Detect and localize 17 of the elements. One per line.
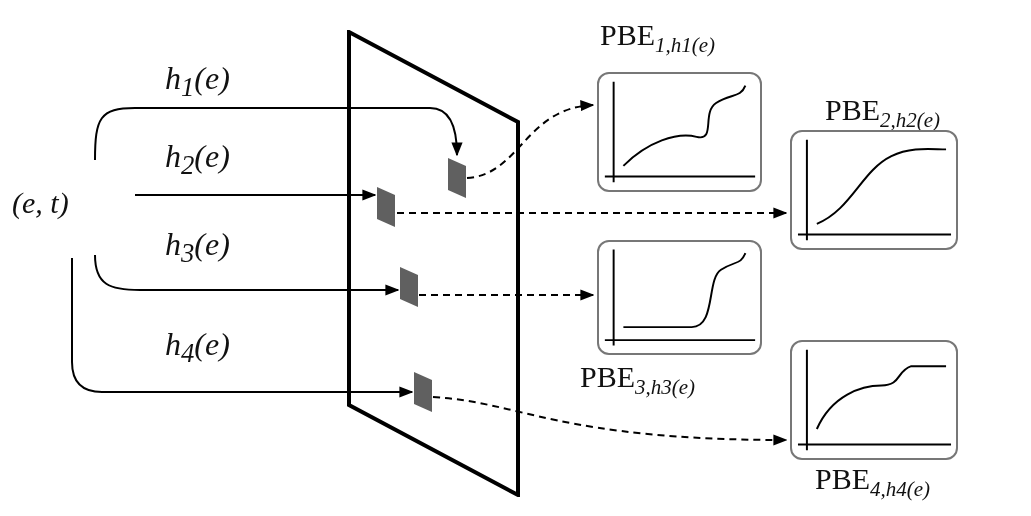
arrow [418,289,595,301]
arrow [134,189,377,201]
plot-heading: PBE$_{1,h1(e)}$ [600,20,716,56]
plot-heading: PBE$_{2,h2(e)}$ [825,95,941,131]
arrow [466,101,595,179]
bucket-mark [400,267,418,307]
arrow [94,107,463,161]
plot-heading: PBE$_{4,h4(e)}$ [815,464,931,500]
arrow [396,207,788,219]
bucket-mark [448,158,466,198]
bucket-mark [377,187,395,227]
plot-heading: PBE$_{3,h3(e)}$ [580,362,696,398]
pair-label: (e, t) [12,188,69,218]
bucket-mark [414,372,432,412]
arrow [432,396,788,446]
arrow [94,254,400,296]
arrow [71,257,414,398]
